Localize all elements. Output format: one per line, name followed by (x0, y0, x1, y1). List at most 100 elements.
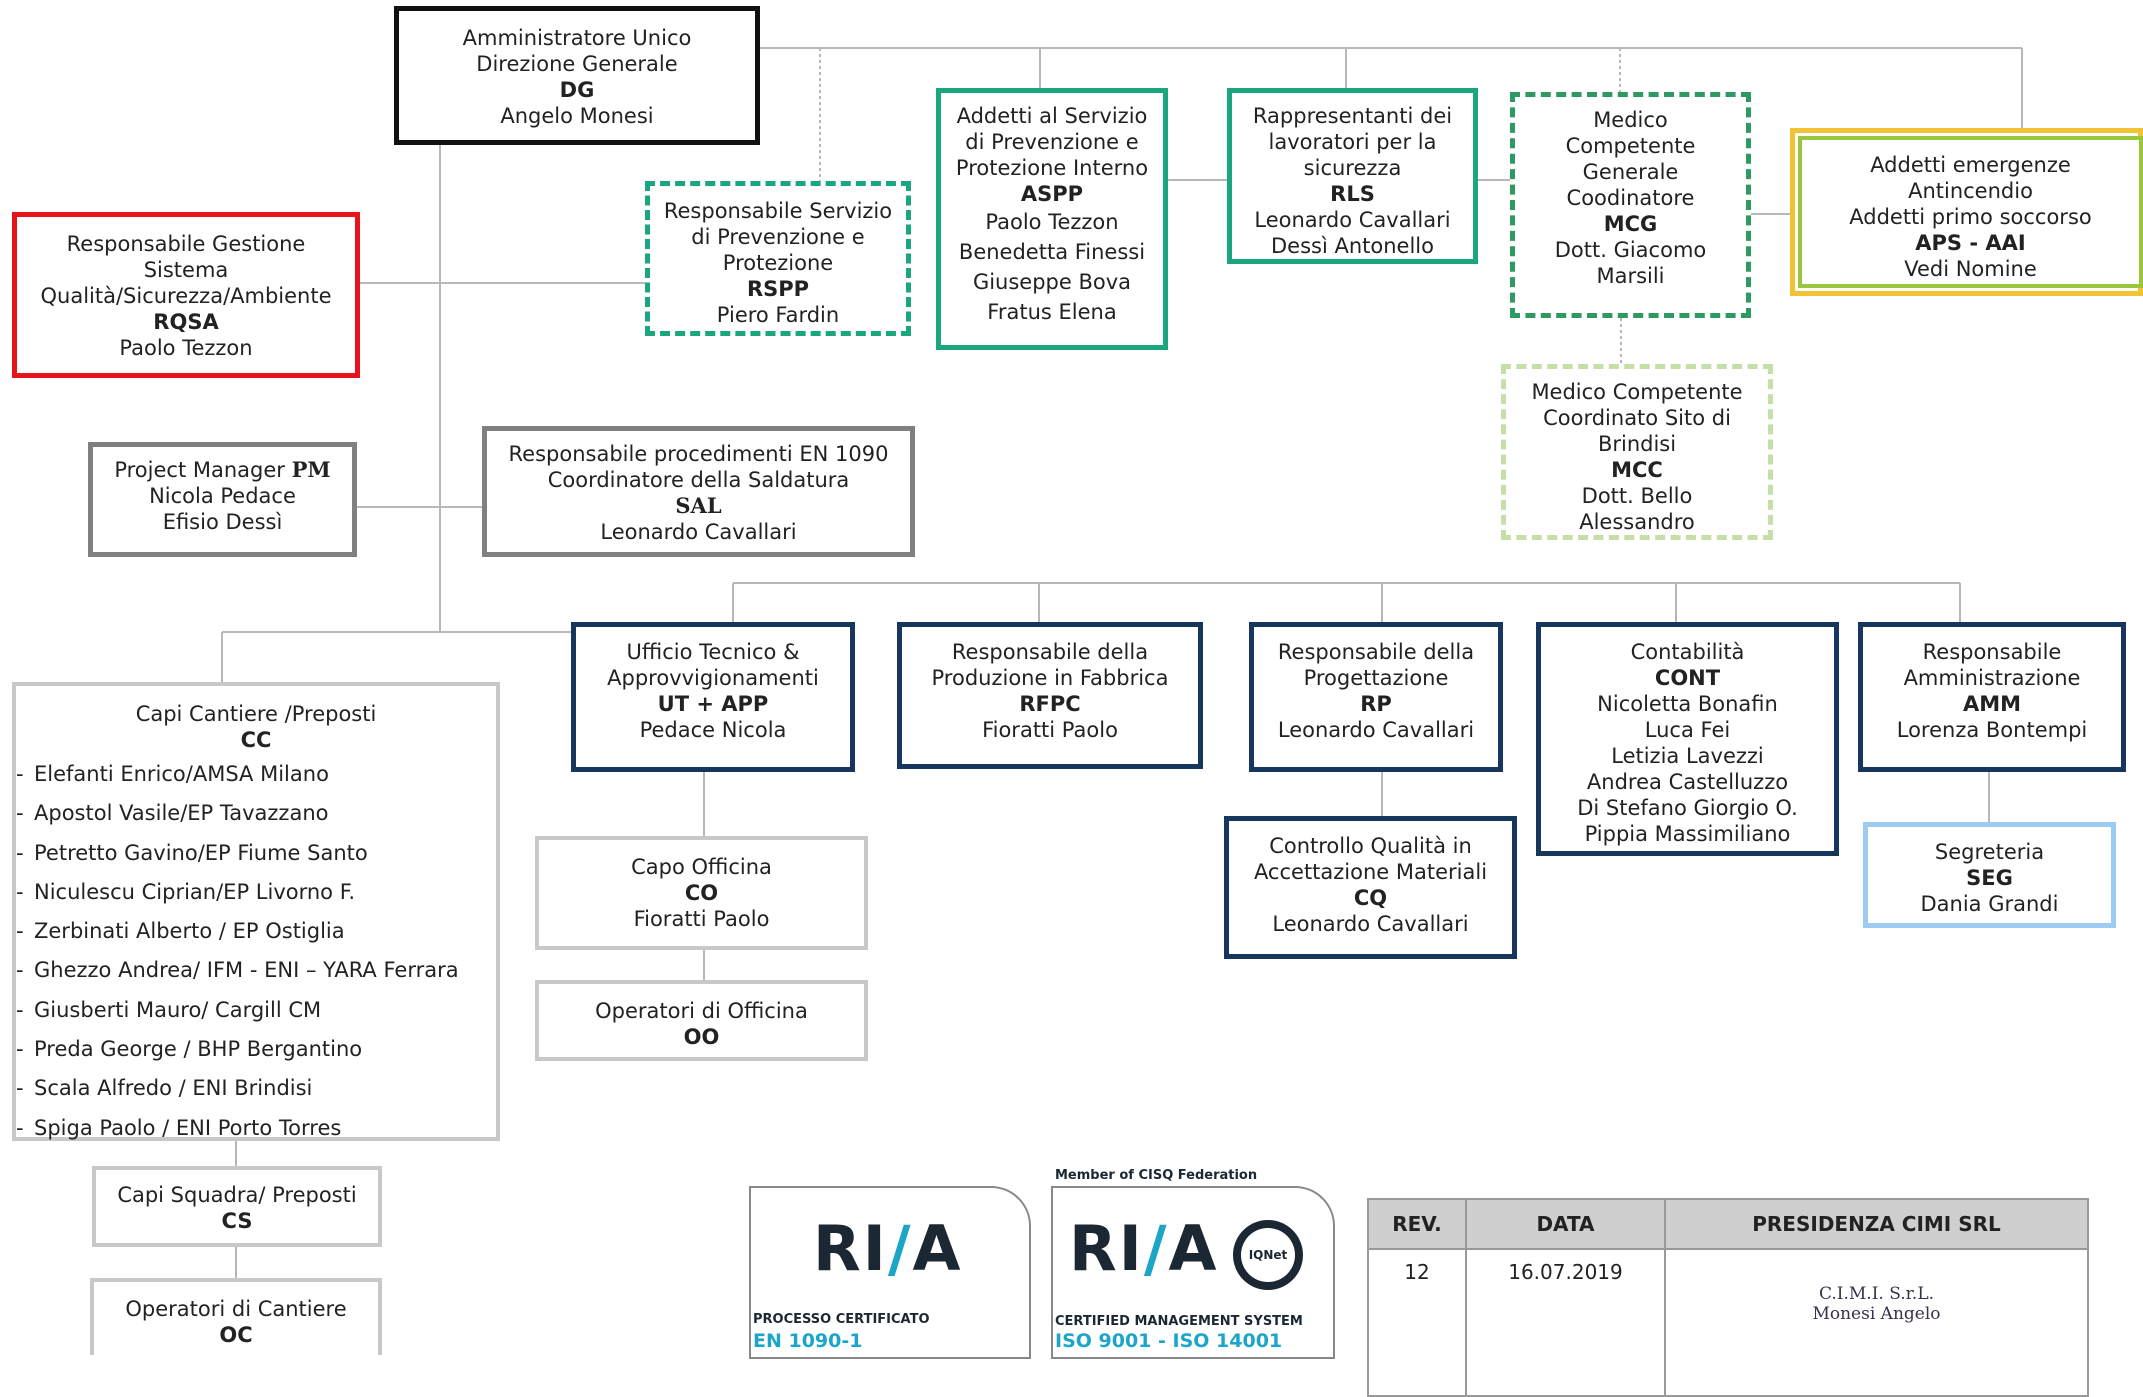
cc-item-name: Giusberti Mauro/ Cargill CM (34, 997, 322, 1022)
cont-code: CONT (1654, 666, 1721, 690)
data-header: DATA (1465, 1198, 1666, 1250)
cont-name-3: Letizia Lavezzi (1611, 744, 1764, 768)
rqsa-name-1: Paolo Tezzon (119, 336, 253, 360)
ut-code: UT + APP (657, 692, 769, 716)
ut-line-2: Approvvigionamenti (607, 666, 819, 690)
aspp-code: ASPP (1020, 182, 1084, 206)
rls-name-1: Leonardo Cavallari (1254, 208, 1451, 232)
cont-name-2: Luca Fei (1644, 718, 1731, 742)
rp-line-2: Progettazione (1303, 666, 1449, 690)
signature-cell: C.I.M.I. S.r.L. Monesi Angelo (1664, 1248, 2089, 1397)
co-line-1: Capo Officina (631, 855, 772, 879)
rqsa-line-3: Qualità/Sicurezza/Ambiente (40, 284, 332, 308)
aps-box: Addetti emergenze Antincendio Addetti pr… (1798, 136, 2143, 288)
rp-line-1: Responsabile della (1277, 640, 1475, 664)
revision-table: REV. DATA PRESIDENZA CIMI SRL 12 16.07.2… (1367, 1198, 2089, 1397)
amm-line-2: Amministrazione (1903, 666, 2081, 690)
rina-logo-left: RI (813, 1212, 888, 1285)
aspp-name-1: Paolo Tezzon (985, 210, 1119, 234)
cont-line-1: Contabilità (1630, 640, 1745, 664)
pm-code: PM (291, 457, 331, 482)
dg-box: Amministratore Unico Direzione Generale … (394, 6, 760, 145)
rina-logo-right: A (1168, 1212, 1219, 1285)
cc-box: Capi Cantiere /Preposti CC (12, 682, 500, 1141)
mcg-line-1: Medico (1593, 108, 1668, 132)
sal-box: Responsabile procedimenti EN 1090 Coordi… (482, 426, 915, 557)
rspp-line-2: di Prevenzione e (691, 225, 865, 249)
dg-name-1: Angelo Monesi (500, 104, 654, 128)
cc-list-item: -Petretto Gavino/EP Fiume Santo (16, 840, 368, 865)
oo-box: Operatori di Officina OO (535, 980, 868, 1061)
co-box: Capo Officina CO Fioratti Paolo (535, 836, 868, 950)
aspp-box: Addetti al Servizio di Prevenzione e Pro… (936, 88, 1168, 350)
aps-line-2: Antincendio (1908, 179, 2033, 203)
aps-line-1: Addetti emergenze (1870, 153, 2071, 177)
aps-name-1: Vedi Nomine (1904, 257, 2037, 281)
badge1-line-2: EN 1090-1 (753, 1330, 863, 1352)
cq-name-1: Leonardo Cavallari (1272, 912, 1469, 936)
mcc-line-3: Brindisi (1597, 432, 1677, 456)
cc-item-name: Zerbinati Alberto / EP Ostiglia (34, 919, 345, 944)
cq-line-1: Controllo Qualità in (1269, 834, 1472, 858)
cc-item-name: Spiga Paolo / ENI Porto Torres (34, 1115, 342, 1140)
cc-list-item: -Spiga Paolo / ENI Porto Torres (16, 1115, 342, 1140)
revision-table-row: 12 16.07.2019 C.I.M.I. S.r.L. Monesi Ang… (1367, 1248, 2089, 1397)
cs-line-1: Capi Squadra/ Preposti (117, 1183, 357, 1207)
badge2-line-1: CERTIFIED MANAGEMENT SYSTEM (1055, 1314, 1303, 1329)
cc-list-item: -Elefanti Enrico/AMSA Milano (16, 762, 329, 786)
aps-code: APS - AAI (1915, 231, 2026, 255)
amm-box: Responsabile Amministrazione AMM Lorenza… (1858, 622, 2126, 772)
rls-line-3: sicurezza (1303, 156, 1402, 180)
rev-header: REV. (1367, 1198, 1467, 1250)
pm-box: Project Manager PM Nicola Pedace Efisio … (88, 442, 357, 557)
signature-stamp-line-1: C.I.M.I. S.r.L. (1818, 1284, 1935, 1304)
mcg-code: MCG (1603, 212, 1658, 236)
rls-box: Rappresentanti dei lavoratori per la sic… (1227, 88, 1478, 264)
rspp-name-1: Piero Fardin (716, 303, 840, 327)
cisq-member-text: Member of CISQ Federation (1055, 1168, 1258, 1183)
rp-name-1: Leonardo Cavallari (1277, 718, 1475, 742)
aspp-line-1: Addetti al Servizio (956, 104, 1148, 128)
seg-box: Segreteria SEG Dania Grandi (1863, 822, 2116, 928)
oo-code: OO (683, 1025, 720, 1049)
mcc-name-2: Alessandro (1579, 510, 1695, 534)
rls-line-1: Rappresentanti dei (1252, 104, 1453, 128)
cont-name-5: Di Stefano Giorgio O. (1577, 796, 1798, 820)
mcg-line-2: Competente (1565, 134, 1696, 158)
cc-item-name: Preda George / BHP Bergantino (34, 1037, 363, 1062)
rina-logo: RI/A (813, 1212, 963, 1285)
sal-line-1: Responsabile procedimenti EN 1090 (508, 442, 889, 466)
rspp-line-1: Responsabile Servizio (663, 199, 893, 223)
badge2-line-2: ISO 9001 - ISO 14001 (1055, 1330, 1283, 1352)
cc-list-item: -Scala Alfredo / ENI Brindisi (16, 1076, 313, 1101)
aspp-name-2: Benedetta Finessi (958, 240, 1146, 264)
connector-lines (221, 47, 2023, 1278)
rfpc-line-2: Produzione in Fabbrica (931, 666, 1169, 690)
rspp-code: RSPP (746, 277, 810, 301)
mcc-line-2: Coordinato Sito di (1543, 406, 1731, 430)
aps-line-3: Addetti primo soccorso (1849, 205, 2092, 229)
iqnet-seal-icon: IQNet (1233, 1220, 1303, 1290)
rqsa-code: RQSA (153, 310, 219, 334)
mcc-name-1: Dott. Bello (1581, 484, 1693, 508)
date-value: 16.07.2019 (1465, 1248, 1666, 1397)
mcg-line-3: Generale (1582, 160, 1679, 184)
cc-item-name: Apostol Vasile/EP Tavazzano (34, 801, 329, 826)
sal-code: SAL (675, 493, 722, 518)
rina-logo: RI/A (1069, 1212, 1219, 1285)
mcg-name-1: Dott. Giacomo (1554, 238, 1707, 262)
revision-table-header: REV. DATA PRESIDENZA CIMI SRL (1367, 1198, 2089, 1250)
pm-name-1: Nicola Pedace (149, 484, 296, 508)
cont-name-1: Nicoletta Bonafin (1597, 692, 1778, 716)
rqsa-line-1: Responsabile Gestione (66, 232, 306, 256)
co-name-1: Fioratti Paolo (633, 907, 770, 931)
rfpc-code: RFPC (1019, 692, 1081, 716)
sal-name-1: Leonardo Cavallari (600, 520, 797, 544)
mcg-name-2: Marsili (1596, 264, 1665, 288)
mcc-box: Medico Competente Coordinato Sito di Bri… (1501, 364, 1773, 540)
rfpc-box: Responsabile della Produzione in Fabbric… (897, 622, 1203, 769)
rspp-line-3: Protezione (722, 251, 834, 275)
pm-title: Project Manager PM (114, 457, 330, 483)
cc-item-name: Niculescu Ciprian/EP Livorno F. (34, 879, 356, 904)
oc-box: Operatori di Cantiere OC (90, 1278, 382, 1355)
